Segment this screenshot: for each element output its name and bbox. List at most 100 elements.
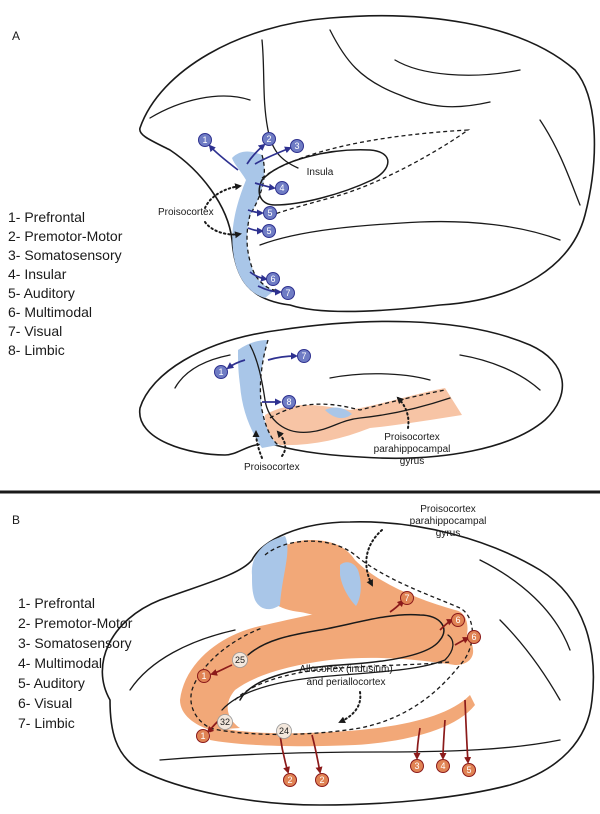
lateral-band-edge	[246, 154, 276, 291]
parahippocampal-label-b-2: parahippocampal	[410, 516, 487, 527]
area-32: 32	[217, 714, 233, 730]
lateral-sulcus-parietal	[394, 59, 521, 76]
badge-b-2-right: 2	[315, 773, 329, 787]
panel-b-blue-region-mid	[340, 562, 361, 606]
panel-b-sulcus-base	[159, 739, 561, 761]
arrow-to-4	[254, 182, 276, 191]
arrow-to-2	[246, 143, 266, 165]
svg-text:24: 24	[279, 726, 289, 736]
medial-proisocortex-label: Proisocortex	[244, 462, 300, 473]
panel-b-cingulate-band	[180, 603, 474, 730]
badge-b-4: 4	[436, 759, 450, 773]
badge-b-1-upper: 1	[197, 669, 211, 683]
lateral-arrows	[208, 143, 292, 296]
svg-text:3: 3	[414, 761, 419, 771]
panel-b-sulcus-cingulate	[129, 629, 236, 691]
lateral-proisocortex-label: Proisocortex	[158, 207, 214, 218]
arrow-b-to-2-right	[311, 734, 323, 774]
arrow-b-to-2-left	[279, 734, 290, 774]
badge-b-5: 5	[462, 763, 476, 777]
svg-text:2: 2	[319, 775, 324, 785]
allocortex-arrow	[338, 691, 362, 724]
medial-proisocortex-band	[238, 340, 278, 448]
arrow-b-to-6-upper	[439, 619, 454, 631]
svg-text:1: 1	[200, 731, 205, 741]
parahippocampal-label-a-1: Proisocortex	[384, 432, 440, 443]
svg-text:8: 8	[286, 397, 291, 407]
medial-sulcus-gyrus	[329, 373, 431, 381]
panel-b-letter: B	[12, 513, 20, 527]
legend-a-item: 5- Auditory	[8, 285, 75, 301]
svg-text:2: 2	[287, 775, 292, 785]
badge-b-3: 3	[410, 759, 424, 773]
parahippocampal-arrow-a	[396, 396, 410, 429]
arrow-to-1	[208, 144, 239, 171]
badge-4: 4	[275, 181, 289, 195]
medial-sulcus-outer	[174, 354, 231, 389]
parahippocampal-label-a-3: gyrus	[400, 456, 424, 467]
panel-b-sulcus-callosal	[221, 634, 454, 711]
legend-a-item: 2- Premotor-Motor	[8, 228, 123, 244]
arrow-b-to-3	[413, 727, 421, 760]
svg-text:3: 3	[294, 141, 299, 151]
badge-5a: 5	[263, 206, 277, 220]
svg-text:5: 5	[266, 226, 271, 236]
svg-text:2: 2	[266, 134, 271, 144]
legend-a-item: 6- Multimodal	[8, 304, 92, 320]
legend-b-item: 5- Auditory	[18, 675, 85, 691]
svg-text:6: 6	[471, 632, 476, 642]
medial-proisocortex-arrow-left	[252, 430, 263, 459]
area-25: 25	[232, 652, 248, 668]
badge-b-2-left: 2	[283, 773, 297, 787]
lateral-badges: 1 2 3 4 5 5 6 7	[198, 132, 304, 300]
arrow-b-to-4	[439, 719, 447, 760]
insula-label: Insula	[307, 167, 334, 178]
badge-7: 7	[281, 286, 295, 300]
lateral-proisocortex-arrow-up	[204, 183, 242, 209]
badge-5b: 5	[262, 224, 276, 238]
panel-b-sulcus-posterior	[479, 559, 571, 651]
allocortex-label-2: and periallocortex	[307, 677, 386, 688]
legend-a-item: 7- Visual	[8, 323, 62, 339]
lateral-proisocortex-arrow-down	[204, 221, 242, 239]
svg-text:7: 7	[301, 351, 306, 361]
arrow-b-to-6-lower	[454, 637, 470, 646]
badge-b-6-lower: 6	[467, 630, 481, 644]
insula-outline	[258, 149, 389, 206]
parahippocampal-arrow-b	[365, 529, 383, 587]
medial-band-dash	[259, 339, 279, 446]
svg-text:25: 25	[235, 655, 245, 665]
parahippocampal-label-a-2: parahippocampal	[374, 444, 451, 455]
svg-text:7: 7	[285, 288, 290, 298]
medial-arrow-to-7	[267, 352, 298, 361]
panel-b-limbic-dash-inner	[234, 661, 451, 701]
legend-a-item: 3- Somatosensory	[8, 247, 122, 263]
lateral-sulcus-temporal	[259, 220, 561, 246]
panel-b-limbic-dash-outer	[190, 540, 473, 736]
allocortex-label-1: Allocortex (indusium)	[299, 664, 392, 675]
legend-b-item: 3- Somatosensory	[18, 635, 132, 651]
lateral-brain-outline	[139, 14, 596, 313]
parahippocampal-label-b-3: gyrus	[436, 528, 460, 539]
legend-b-item: 4- Multimodal	[18, 655, 102, 671]
arrow-b-to-5	[464, 699, 472, 764]
legend-a-item: 4- Insular	[8, 266, 67, 282]
medial-sulcus-posterior	[459, 354, 541, 391]
medial-proisocortex-arrow-right	[276, 430, 287, 457]
legend-a-item: 8- Limbic	[8, 342, 65, 358]
svg-text:5: 5	[466, 765, 471, 775]
parahippocampal-label-b-1: Proisocortex	[420, 504, 476, 515]
panel-b-area-numbers: 25 32 24	[217, 652, 292, 739]
panel-b-legend: 1- Prefrontal 2- Premotor-Motor 3- Somat…	[18, 595, 133, 731]
arrow-b-to-1-upper	[210, 664, 233, 676]
lateral-sulcus-upper	[261, 39, 299, 169]
badge-3: 3	[290, 139, 304, 153]
arrow-to-7	[257, 285, 282, 296]
arrow-to-5b	[247, 227, 264, 235]
svg-text:6: 6	[270, 274, 275, 284]
medial-limbic-dash	[269, 389, 446, 419]
svg-text:5: 5	[267, 208, 272, 218]
medial-sulcus-main	[249, 344, 451, 434]
legend-b-item: 1- Prefrontal	[18, 595, 95, 611]
